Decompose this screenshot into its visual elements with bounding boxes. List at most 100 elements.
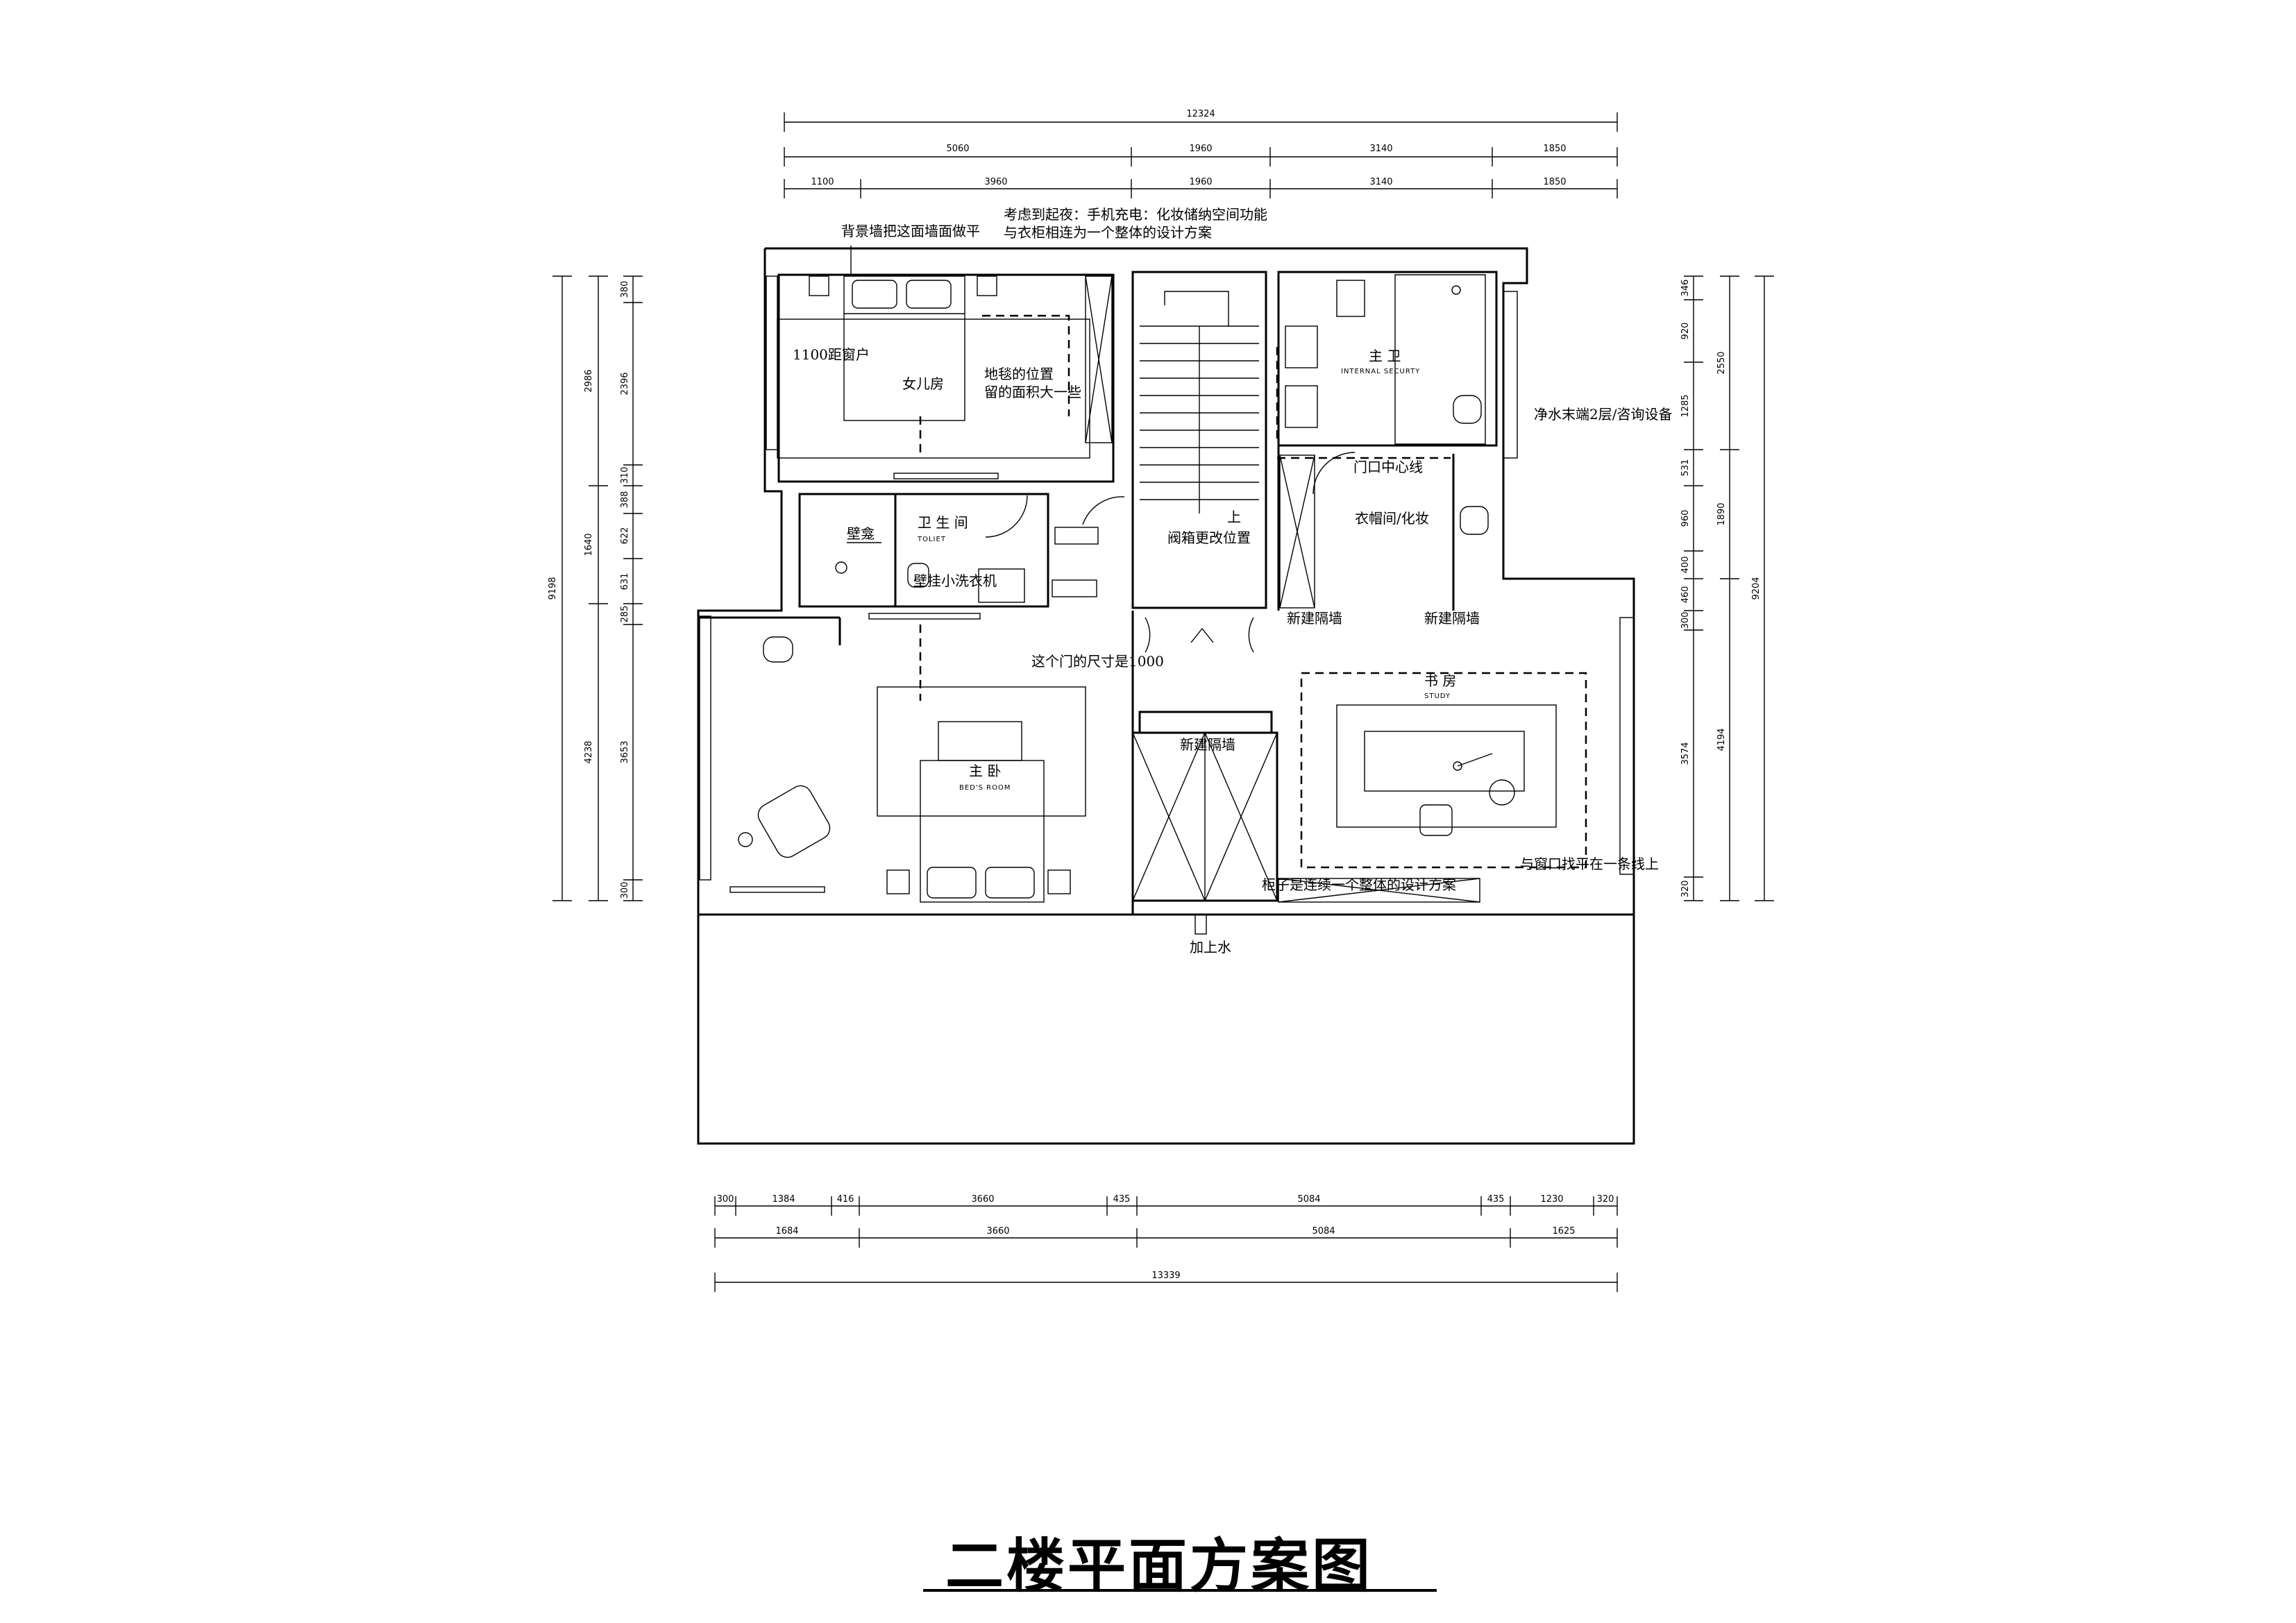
dim-top-total: 12324 xyxy=(1186,109,1215,119)
room-daughter: 女儿房 xyxy=(902,375,944,392)
dim-bot-r2-1: 1684 xyxy=(775,1226,798,1237)
dim-top-r2-5: 1850 xyxy=(1543,177,1566,187)
dim-right-in-1: 346 xyxy=(1680,280,1691,297)
note-new-wall-2: 新建隔墙 xyxy=(1424,610,1480,627)
room-study: 书 房 xyxy=(1424,672,1456,689)
dim-right-mid-3: 4194 xyxy=(1716,728,1727,751)
room-study-en: STUDY xyxy=(1424,692,1451,700)
dim-left-mid-2: 1640 xyxy=(584,533,594,556)
note-water: 加上水 xyxy=(1190,939,1231,955)
dim-bot-9: 320 xyxy=(1597,1194,1614,1205)
study-rug-dash xyxy=(1300,672,1587,869)
room-master-bath-en: INTERNAL SECURTY xyxy=(1341,368,1420,375)
dim-left-in-6: 631 xyxy=(620,573,630,590)
dim-bot-r2-3: 5084 xyxy=(1312,1226,1335,1237)
dim-left-in-4: 388 xyxy=(620,491,630,509)
left-dimensions: 9198 2986 1640 4238 380 2396 310 388 622… xyxy=(548,275,643,901)
dim-left-mid-1: 2986 xyxy=(584,369,594,392)
note-purifier: 净水末端2层/咨询设备 xyxy=(1534,406,1672,423)
dim-left-total: 9198 xyxy=(548,577,558,600)
walls xyxy=(697,247,1635,1145)
study-desk xyxy=(1336,704,1557,836)
dim-left-in-2: 2396 xyxy=(620,372,630,395)
stair-treads xyxy=(1140,291,1259,513)
stair-walls xyxy=(1131,271,1267,609)
dim-bot-1: 300 xyxy=(717,1194,734,1205)
bottom-dimensions: 300 1384 416 3660 435 5084 435 1230 320 … xyxy=(714,1194,1618,1292)
dim-right-in-8: 300 xyxy=(1680,612,1691,629)
daughter-room-walls xyxy=(777,273,1115,483)
dim-bot-6: 5084 xyxy=(1297,1194,1320,1205)
dim-right-mid-2: 1890 xyxy=(1716,502,1727,525)
note-new-wall-3: 新建隔墙 xyxy=(1180,736,1235,753)
dim-left-in-8: 3653 xyxy=(620,740,630,763)
note-bg-wall: 背景墙把这面墙面做平 xyxy=(841,223,980,239)
note-window-1100: 1100距窗户 xyxy=(793,346,870,363)
dim-left-in-5: 622 xyxy=(620,527,630,545)
terrace-outline xyxy=(697,913,1635,1145)
room-toilet: 卫 生 间 xyxy=(918,514,968,531)
note-window-align: 与窗口找平在一条线上 xyxy=(1520,856,1659,872)
dashed-guides xyxy=(919,314,1587,869)
room-cloakroom: 衣帽间/化妆 xyxy=(1355,510,1429,527)
dim-bot-r2-4: 1625 xyxy=(1552,1226,1575,1237)
dim-bot-4: 3660 xyxy=(971,1194,994,1205)
cloakroom-fixtures xyxy=(1145,452,1489,653)
dim-top-r2-1: 1100 xyxy=(811,177,834,187)
dim-right-in-4: 531 xyxy=(1680,459,1691,477)
toilet-walls xyxy=(798,493,1049,608)
dim-left-mid-3: 4238 xyxy=(584,740,594,763)
dim-bot-7: 435 xyxy=(1487,1194,1505,1205)
right-dimensions: 346 920 1285 531 960 400 460 300 3574 32… xyxy=(1680,275,1774,901)
note-continuous: 柜子是连续一个整体的设计方案 xyxy=(1262,876,1456,893)
room-master-bath: 主 卫 xyxy=(1369,348,1401,364)
dim-top-1: 5060 xyxy=(946,144,969,154)
master-bed xyxy=(877,686,1086,903)
room-toilet-en: TOLIET xyxy=(917,536,946,543)
master-bath-fixtures xyxy=(1285,274,1486,445)
note-consider-2: 与衣柜相连为一个整体的设计方案 xyxy=(1004,224,1212,241)
water-inlet-marker xyxy=(1195,914,1207,935)
dim-bot-5: 435 xyxy=(1113,1194,1131,1205)
dim-top-r2-3: 1960 xyxy=(1189,177,1212,187)
room-master-bed: 主 卧 xyxy=(969,763,1001,779)
dim-left-in-9: 300 xyxy=(620,882,630,899)
lounge-chair xyxy=(738,636,831,858)
master-bath-walls xyxy=(1277,271,1498,447)
dim-left-in-7: 285 xyxy=(620,606,630,623)
dim-bot-3: 416 xyxy=(837,1194,854,1205)
dim-right-in-7: 460 xyxy=(1680,586,1691,604)
note-carpet-2: 留的面积大一些 xyxy=(984,384,1081,400)
toilet-fixtures xyxy=(835,495,1125,603)
top-dimensions: 12324 5060 1960 3140 1850 1100 3960 1960… xyxy=(784,109,1618,198)
note-door-center: 门口中心线 xyxy=(1353,459,1423,475)
dim-bot-2: 1384 xyxy=(772,1194,795,1205)
note-valve-box: 阀箱更改位置 xyxy=(1167,529,1251,546)
dim-right-total: 9204 xyxy=(1751,577,1762,600)
dim-right-in-10: 320 xyxy=(1680,881,1691,898)
title-underline xyxy=(923,1589,1437,1592)
dim-right-mid-1: 2550 xyxy=(1716,351,1727,374)
stair-up-label: 上 xyxy=(1227,509,1241,525)
dim-right-in-5: 960 xyxy=(1680,510,1691,527)
note-door-1000: 这个门的尺寸是1000 xyxy=(1031,653,1164,670)
note-carpet-1: 地毯的位置 xyxy=(984,366,1054,382)
note-consider-1: 考虑到起夜：手机充电：化妆储纳空间功能 xyxy=(1004,206,1267,223)
dim-top-r2-2: 3960 xyxy=(984,177,1007,187)
curtain-rails xyxy=(729,473,999,893)
dim-right-in-9: 3574 xyxy=(1680,742,1691,765)
dim-bot-total: 13339 xyxy=(1151,1271,1180,1281)
dim-left-in-3: 310 xyxy=(620,467,630,484)
dim-right-in-3: 1285 xyxy=(1680,394,1691,417)
dim-top-r2-4: 3140 xyxy=(1369,177,1392,187)
dim-bot-r2-2: 3660 xyxy=(986,1226,1009,1237)
room-master-bed-en: BED'S ROOM xyxy=(959,784,1011,792)
dim-left-in-1: 380 xyxy=(620,281,630,298)
daughter-bed xyxy=(777,275,1090,459)
dim-top-4: 1850 xyxy=(1543,144,1566,154)
note-hang-laundry: 壁挂小洗衣机 xyxy=(913,572,997,589)
dim-top-3: 3140 xyxy=(1369,144,1392,154)
dim-right-in-2: 920 xyxy=(1680,323,1691,340)
note-new-wall-1: 新建隔墙 xyxy=(1287,610,1342,627)
